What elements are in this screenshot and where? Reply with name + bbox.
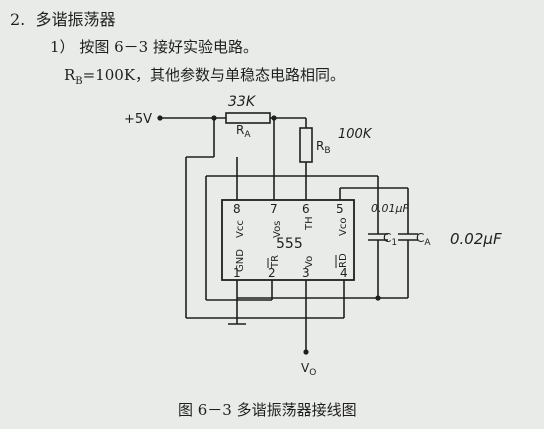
pin5-name: Vco bbox=[338, 218, 349, 236]
output-label: VO bbox=[301, 361, 316, 378]
junction-ground-c1 bbox=[375, 295, 381, 301]
c1-value-handwritten: 0.01μF bbox=[371, 202, 409, 215]
resistor-rb bbox=[299, 127, 313, 163]
pin1-name: GND bbox=[235, 249, 246, 272]
ra-label: RA bbox=[236, 123, 251, 140]
rb-subscript: B bbox=[75, 76, 83, 87]
chip-555-body bbox=[221, 199, 355, 281]
section-heading: 2. 多谐振荡器 bbox=[10, 6, 115, 30]
pin4-number: 4 bbox=[340, 266, 348, 280]
output-terminal bbox=[303, 349, 309, 355]
pin1-number: 1 bbox=[233, 266, 241, 280]
ca-value-handwritten: 0.02μF bbox=[450, 230, 502, 248]
pin3-number: 3 bbox=[302, 266, 310, 280]
pin2-number: 2 bbox=[268, 266, 276, 280]
c1-label: C1 bbox=[383, 231, 397, 248]
step-instruction: 1） 按图 6－3 接好实验电路。 bbox=[50, 36, 258, 57]
chip-name: 555 bbox=[276, 236, 303, 252]
pin2-name: TR bbox=[270, 255, 281, 269]
resistor-ra bbox=[225, 112, 271, 124]
pin3-name: Vo bbox=[304, 256, 315, 268]
rb-label: RB bbox=[316, 139, 331, 156]
pin6-number: 6 bbox=[302, 202, 310, 216]
pin8-name: Vcc bbox=[235, 220, 246, 238]
supply-label: +5V bbox=[124, 112, 152, 127]
supply-terminal bbox=[157, 115, 163, 121]
pin6-name: TH bbox=[304, 216, 315, 231]
figure-caption: 图 6－3 多谐振荡器接线图 bbox=[178, 401, 357, 419]
pin8-number: 8 bbox=[233, 202, 241, 216]
parameter-note: RB=100K，其他参数与单稳态电路相同。 bbox=[64, 64, 345, 87]
ra-value-handwritten: 33K bbox=[228, 94, 257, 110]
parameter-text: =100K，其他参数与单稳态电路相同。 bbox=[82, 66, 346, 84]
step-number: 1） bbox=[50, 38, 75, 56]
ca-label: CA bbox=[416, 231, 431, 248]
junction-ra-rb bbox=[271, 115, 277, 121]
section-title: 多谐振荡器 bbox=[35, 10, 116, 29]
step-text: 按图 6－3 接好实验电路。 bbox=[79, 38, 258, 56]
pin4-name: RD bbox=[338, 253, 349, 268]
junction-supply-tap bbox=[211, 115, 217, 121]
pin7-name: Vos bbox=[272, 221, 283, 238]
pin5-number: 5 bbox=[336, 202, 344, 216]
pin7-number: 7 bbox=[270, 202, 278, 216]
section-number: 2. bbox=[10, 10, 26, 29]
rb-value-handwritten: 100K bbox=[338, 127, 373, 142]
rb-symbol: R bbox=[64, 66, 76, 84]
